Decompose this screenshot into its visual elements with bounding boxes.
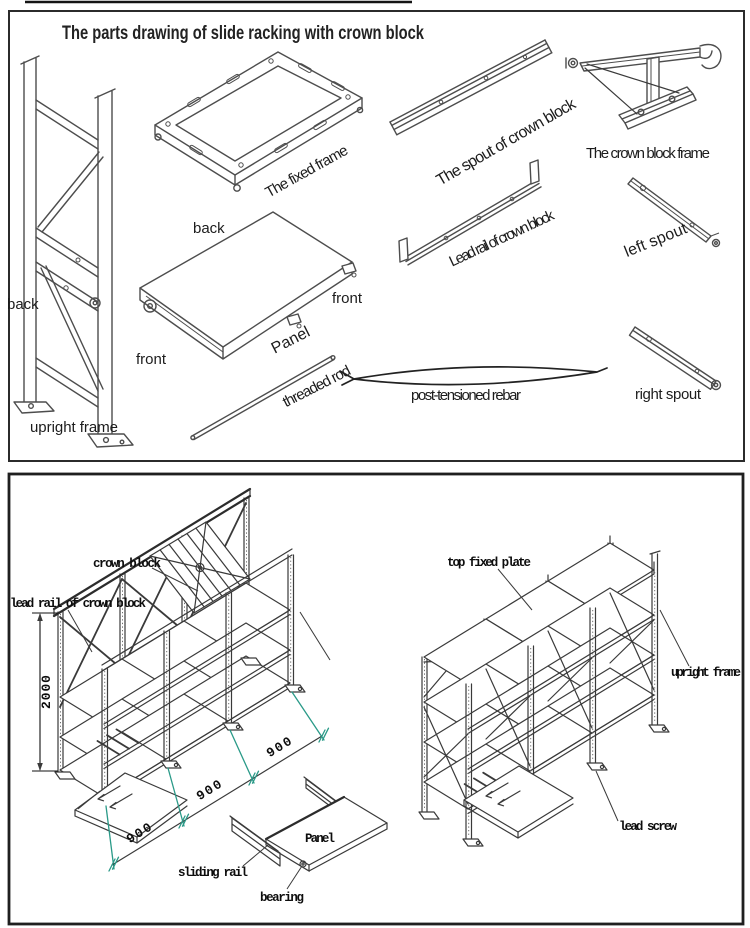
top-fixed-plate-label: top fixed plate — [447, 556, 531, 570]
lead-screw-leader — [595, 770, 619, 822]
right-spout-label: right spout — [635, 386, 702, 403]
floor-panel-label: Panel — [305, 832, 335, 846]
upright-frame-drawing: back front upright frame — [7, 55, 167, 448]
panel-back-label: back — [193, 220, 225, 237]
pulled-out-drawer-right — [463, 765, 574, 839]
upright-frame-assembly-label: upright frame — [671, 666, 741, 680]
floor-panel-assembly-drawing: Panel sliding rail bearing — [178, 776, 388, 905]
panel-front-label: front — [332, 290, 363, 307]
sliding-rail-leader — [242, 844, 269, 867]
crown-block-label: crown block — [93, 557, 161, 571]
pulled-out-drawer — [74, 772, 188, 844]
post-tensioned-rebar-label: post-tensioned rebar — [411, 387, 521, 404]
bay-dimensions-900: 900 900 900 — [105, 691, 330, 872]
lead-screw-label: lead screw — [619, 820, 677, 834]
crown-block-frame-label: The crown block frame — [586, 145, 710, 162]
crown-block-frame-drawing: The crown block frame — [565, 43, 722, 162]
top-fixed-plate-leader — [497, 568, 533, 611]
parts-panel-title: The parts drawing of slide racking with … — [62, 23, 424, 44]
parts-panel-border — [8, 10, 745, 462]
sliding-rail-label: sliding rail — [178, 866, 248, 880]
left-rack-drawing: 2000 900 900 900 crown block lead rail o… — [10, 487, 331, 872]
upright-front-label: front — [136, 351, 167, 368]
parts-panel: The parts drawing of slide racking with … — [7, 10, 745, 462]
lead-rail-assembly-label: lead rail of crown block — [10, 597, 146, 611]
height-dimension-2000: 2000 — [32, 612, 58, 772]
height-dim-label: 2000 — [39, 675, 54, 709]
right-rack-drawing: top fixed plate upright frame lead screw — [418, 535, 741, 847]
assembly-panel: 2000 900 900 900 crown block lead rail o… — [7, 472, 745, 926]
upright-frame-leader — [659, 609, 690, 667]
post-tensioned-rebar-drawing: post-tensioned rebar — [339, 366, 608, 404]
bearing-label: bearing — [260, 891, 304, 905]
upright-back-label: back — [7, 296, 39, 313]
bearing-leader — [286, 865, 303, 890]
crown-block-leader — [151, 567, 199, 592]
upright-frame-label: upright frame — [30, 419, 118, 436]
lead-rail-leader — [67, 609, 93, 653]
right-spout-drawing: right spout — [628, 326, 722, 403]
